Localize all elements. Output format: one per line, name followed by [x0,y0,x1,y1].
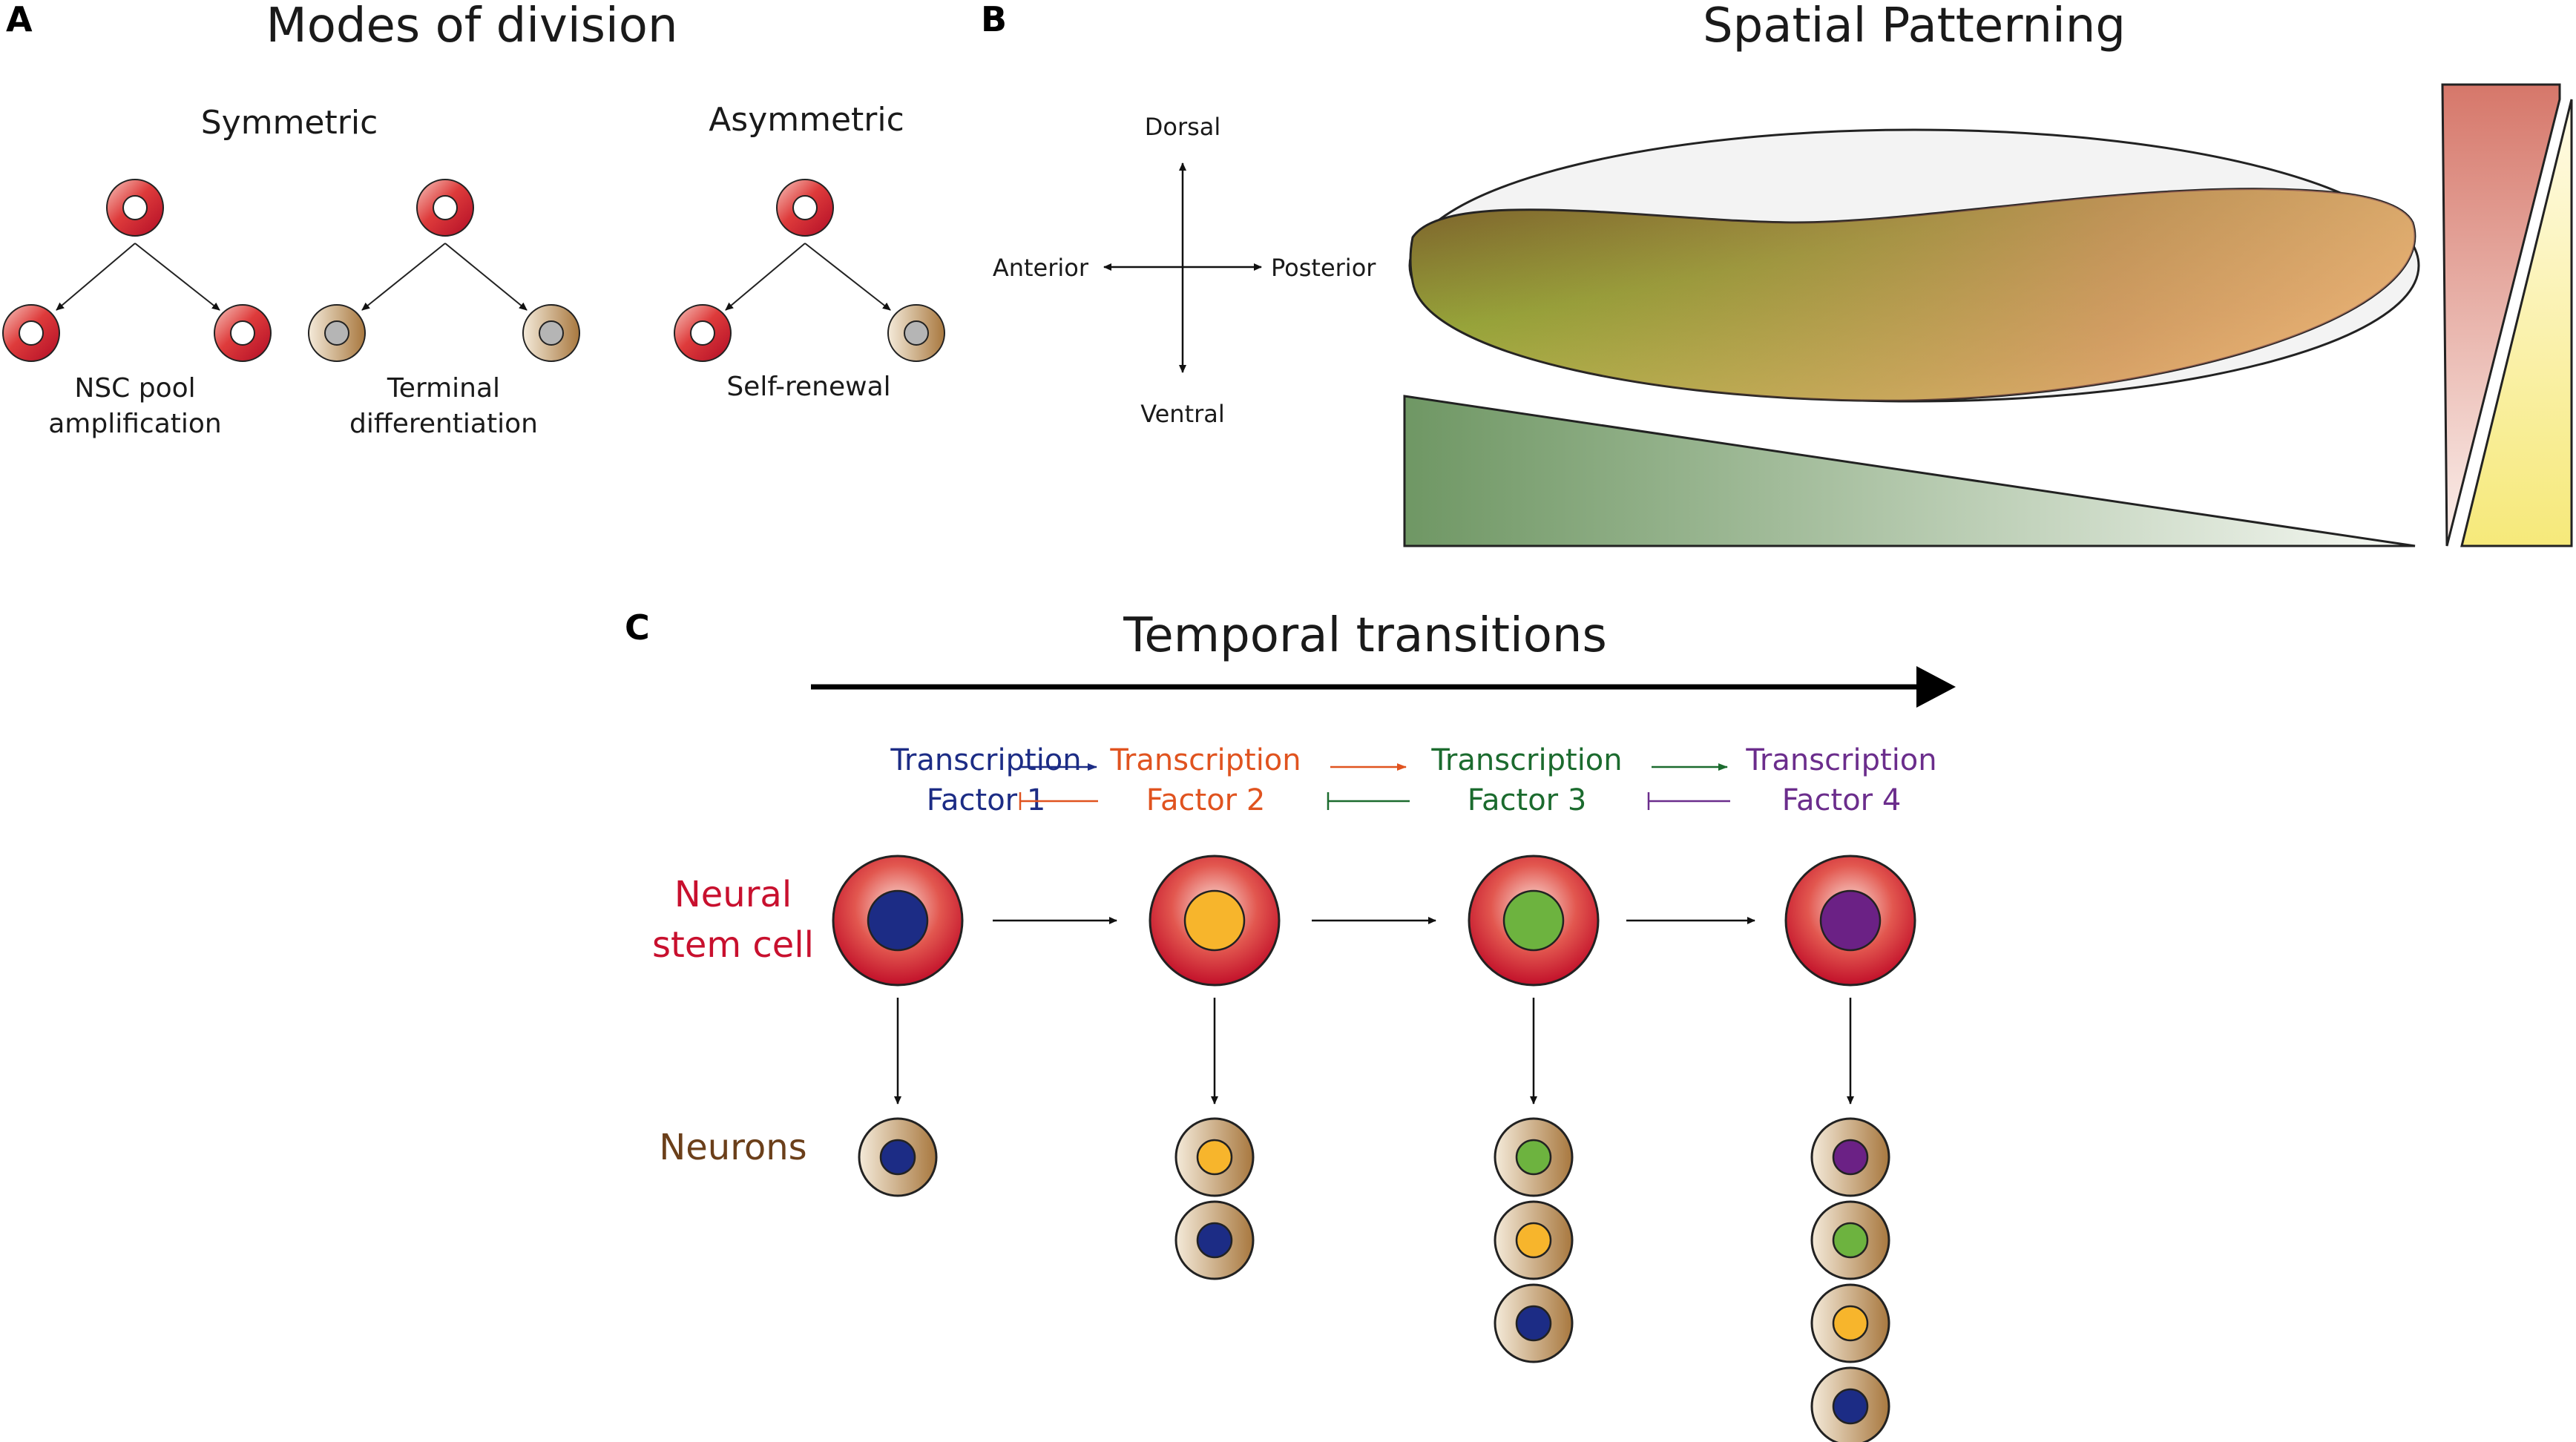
neuron-cell [858,1117,938,1197]
neuron-column [858,1117,938,1197]
stem-cell-label-line2: stem cell [652,924,814,966]
panel-c-label: C [625,608,650,648]
yellow-gradient-wedge [2460,99,2573,547]
green-gradient-wedge [1403,395,2416,547]
amplification-tree [2,179,272,362]
nsc-mother-cell [416,179,474,237]
neuron-cell [1810,1200,1890,1280]
tf2-label-line1: Transcription [1109,743,1301,777]
caption-term-line2: differentiation [349,409,538,439]
axis-label-posterior: Posterior [1271,254,1376,282]
asymmetric-label: Asymmetric [709,101,904,139]
neuron-cell [1494,1200,1574,1280]
embryo-ellipse [1408,128,2420,403]
neuron-column [1494,1117,1574,1363]
panel-b-title: Spatial Patterning [1703,0,2126,53]
nsc-daughter-cell [674,304,732,362]
self-renewal-tree [674,179,945,362]
panel-a-label: A [6,0,33,39]
caption-self-renewal: Self-renewal [726,372,890,402]
nsc-daughter-cell [2,304,60,362]
nsc-mother-cell [776,179,834,237]
differentiated-cell [887,304,945,362]
axis-label-dorsal: Dorsal [1145,113,1221,141]
stem-cell-label-line1: Neural [674,874,792,915]
tf3-label-line2: Factor 3 [1468,783,1587,817]
tf-regulation-arrows [1019,763,1730,810]
time-arrow [811,666,1956,708]
caption-nsc-line2: amplification [48,409,221,439]
neuron-cell [1810,1117,1890,1197]
neuron-cell [1174,1117,1255,1197]
caption-term-line1: Terminal [387,373,500,404]
panel-a-title: Modes of division [266,0,678,53]
stem-cell-row [832,855,1916,987]
stem-cell-to-neuron-arrows [894,998,1854,1104]
differentiated-cell [308,304,366,362]
differentiated-cell [522,304,580,362]
axis-label-ventral: Ventral [1140,400,1225,428]
neuron-cell [1174,1200,1255,1280]
neuron-cell [1810,1366,1890,1442]
neural-stem-cell [832,855,964,987]
tf4-label-line2: Factor 4 [1782,783,1902,817]
neural-stem-cell [1468,855,1600,987]
pink-gradient-wedge [2441,83,2561,547]
tf1-label-line1: Transcription [890,743,1081,777]
neural-stem-cell [1784,855,1916,987]
tf2-label-line2: Factor 2 [1146,783,1266,817]
neuron-cell [1810,1283,1890,1363]
neurons-label: Neurons [659,1127,806,1168]
terminal-differentiation-tree [308,179,580,362]
nsc-mother-cell [106,179,164,237]
neural-stem-cell [1149,855,1281,987]
panel-c-title: Temporal transitions [1123,608,1607,663]
neuron-column [1174,1117,1255,1280]
caption-nsc-line1: NSC pool [74,373,195,404]
axis-label-anterior: Anterior [993,254,1089,282]
neuron-cell [1494,1283,1574,1363]
orientation-axes [1103,162,1262,373]
tf4-label-line1: Transcription [1745,743,1936,777]
nsc-daughter-cell [214,304,272,362]
panel-b-label: B [981,0,1007,39]
neuron-columns [858,1117,1890,1442]
symmetric-label: Symmetric [201,104,378,142]
tf3-label-line1: Transcription [1430,743,1622,777]
neuron-column [1810,1117,1890,1442]
neuron-cell [1494,1117,1574,1197]
